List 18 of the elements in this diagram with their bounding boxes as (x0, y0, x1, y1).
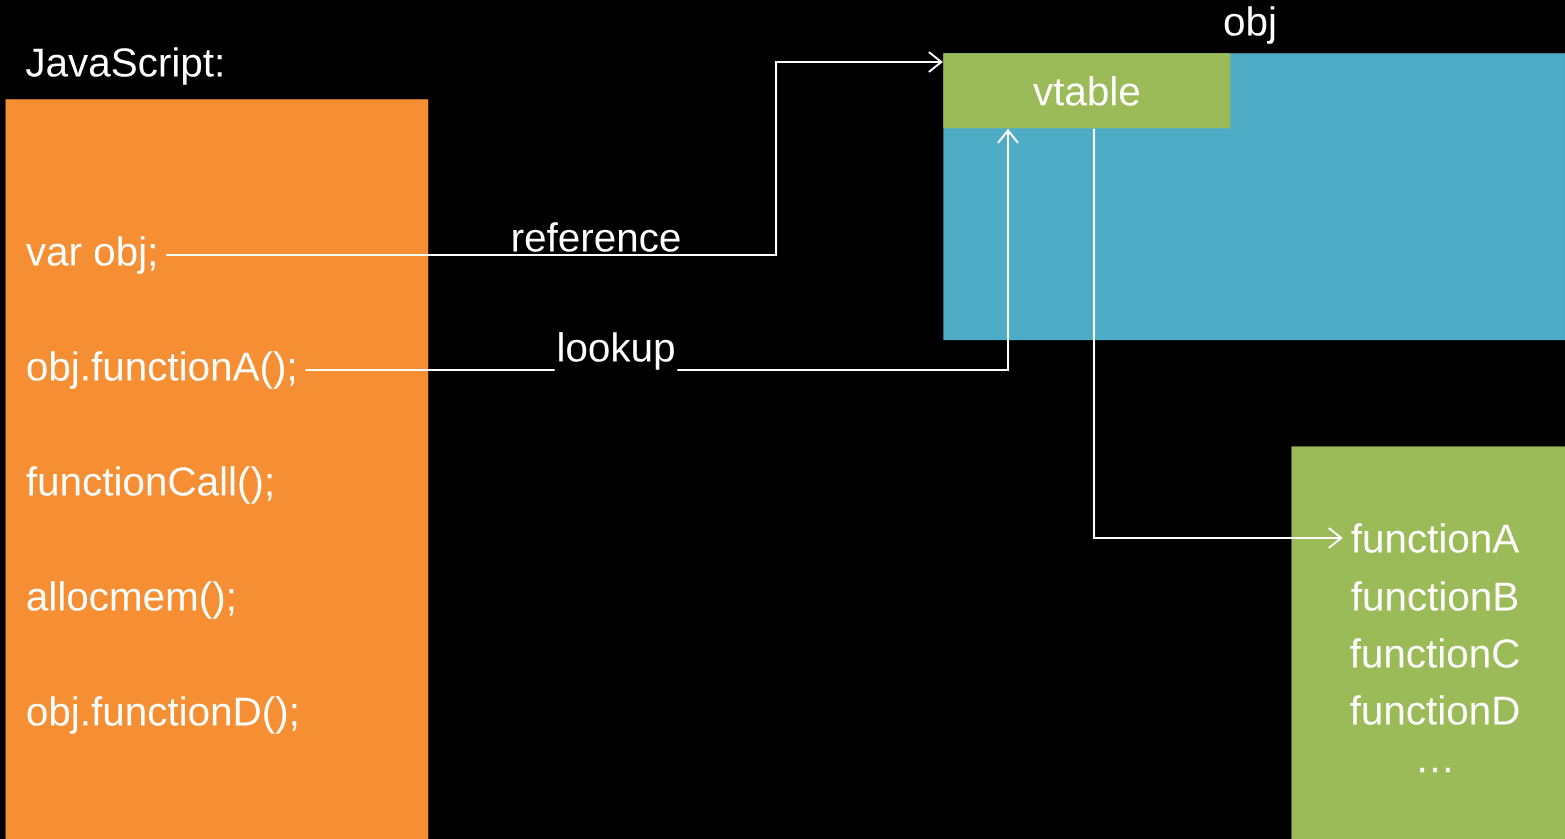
code-line: allocmem(); (27, 581, 234, 619)
panel-heading: obj (1224, 6, 1275, 44)
edge-label: lookup (554, 330, 678, 372)
code-line: var obj; (26, 236, 155, 274)
code-line: functionCall(); (26, 466, 272, 504)
arrow (1092, 128, 1343, 549)
panel-box (1291, 446, 1565, 839)
function-name: functionD (1350, 695, 1519, 725)
function-name: functionA (1351, 523, 1520, 553)
code-line: obj.functionD(); (27, 696, 297, 734)
panel-heading: JavaScript: (26, 47, 222, 85)
function-name: … (1420, 767, 1450, 773)
arrow (166, 51, 943, 257)
function-name: functionC (1350, 638, 1519, 668)
function-name: functionB (1351, 581, 1518, 611)
table-box: vtable (943, 53, 1231, 129)
code-line: obj.functionA(); (27, 351, 295, 389)
edge-label: reference (508, 220, 684, 254)
